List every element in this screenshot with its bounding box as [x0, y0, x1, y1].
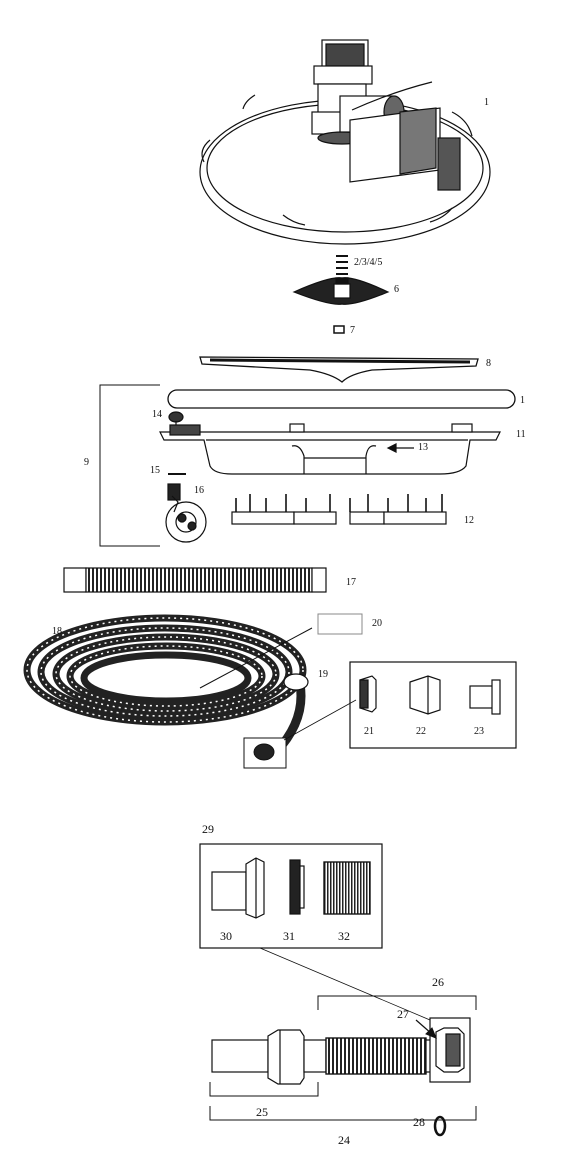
callout-14: 14 [152, 409, 162, 420]
fittings-box-21-23 [349, 661, 517, 749]
callout-1: 1 [484, 97, 489, 108]
callout-30: 30 [220, 929, 232, 943]
part-17-hose-section [63, 567, 327, 593]
part-8-skirt [199, 356, 479, 383]
part-7-block [333, 325, 345, 334]
fittings-box-29 [199, 843, 431, 1021]
callout-26: 26 [432, 975, 444, 989]
callout-7: 7 [350, 325, 355, 336]
part-28-oring [433, 1115, 447, 1137]
callout-ring-1: 1 [520, 395, 525, 406]
dimension-brackets [209, 995, 477, 1121]
callout-24: 24 [338, 1133, 350, 1147]
callout-32: 32 [338, 929, 350, 943]
assembly-24 [211, 1029, 437, 1085]
part-1-ring [167, 389, 516, 409]
arrow-27 [415, 1019, 437, 1039]
part-6-wing [292, 277, 390, 305]
parts-2-5-stack [336, 255, 348, 275]
callout-6: 6 [394, 284, 399, 295]
callout-15: 15 [150, 465, 160, 476]
part-11-tray [159, 423, 501, 475]
part-16-clamp [165, 473, 207, 543]
callout-23: 23 [474, 726, 484, 737]
callout-11: 11 [516, 429, 526, 440]
callout-13: 13 [418, 442, 428, 453]
callout-22: 22 [416, 726, 426, 737]
callout-20: 20 [372, 618, 382, 629]
callout-27: 27 [397, 1007, 409, 1021]
part-19-swivel [283, 673, 309, 691]
callout-28: 28 [413, 1115, 425, 1129]
callout-16: 16 [194, 485, 204, 496]
callout-18: 18 [52, 626, 62, 637]
part-20-label [317, 613, 363, 635]
part-26-box [429, 1017, 471, 1083]
callout-9: 9 [84, 457, 89, 468]
callout-17: 17 [346, 577, 356, 588]
callout-31: 31 [283, 929, 295, 943]
bracket-9 [99, 384, 160, 547]
part-1-disc [199, 39, 491, 245]
arrow-13 [386, 443, 414, 453]
part-18-coiled-hose [23, 614, 313, 764]
callout-25: 25 [256, 1105, 268, 1119]
callout-21: 21 [364, 726, 374, 737]
callout-2-3-4-5: 2/3/4/5 [354, 257, 383, 268]
callout-19: 19 [318, 669, 328, 680]
callout-12: 12 [464, 515, 474, 526]
callout-29: 29 [202, 822, 214, 836]
part-12-strip [231, 494, 447, 525]
callout-8: 8 [486, 358, 491, 369]
hose-end-inset [243, 699, 357, 769]
